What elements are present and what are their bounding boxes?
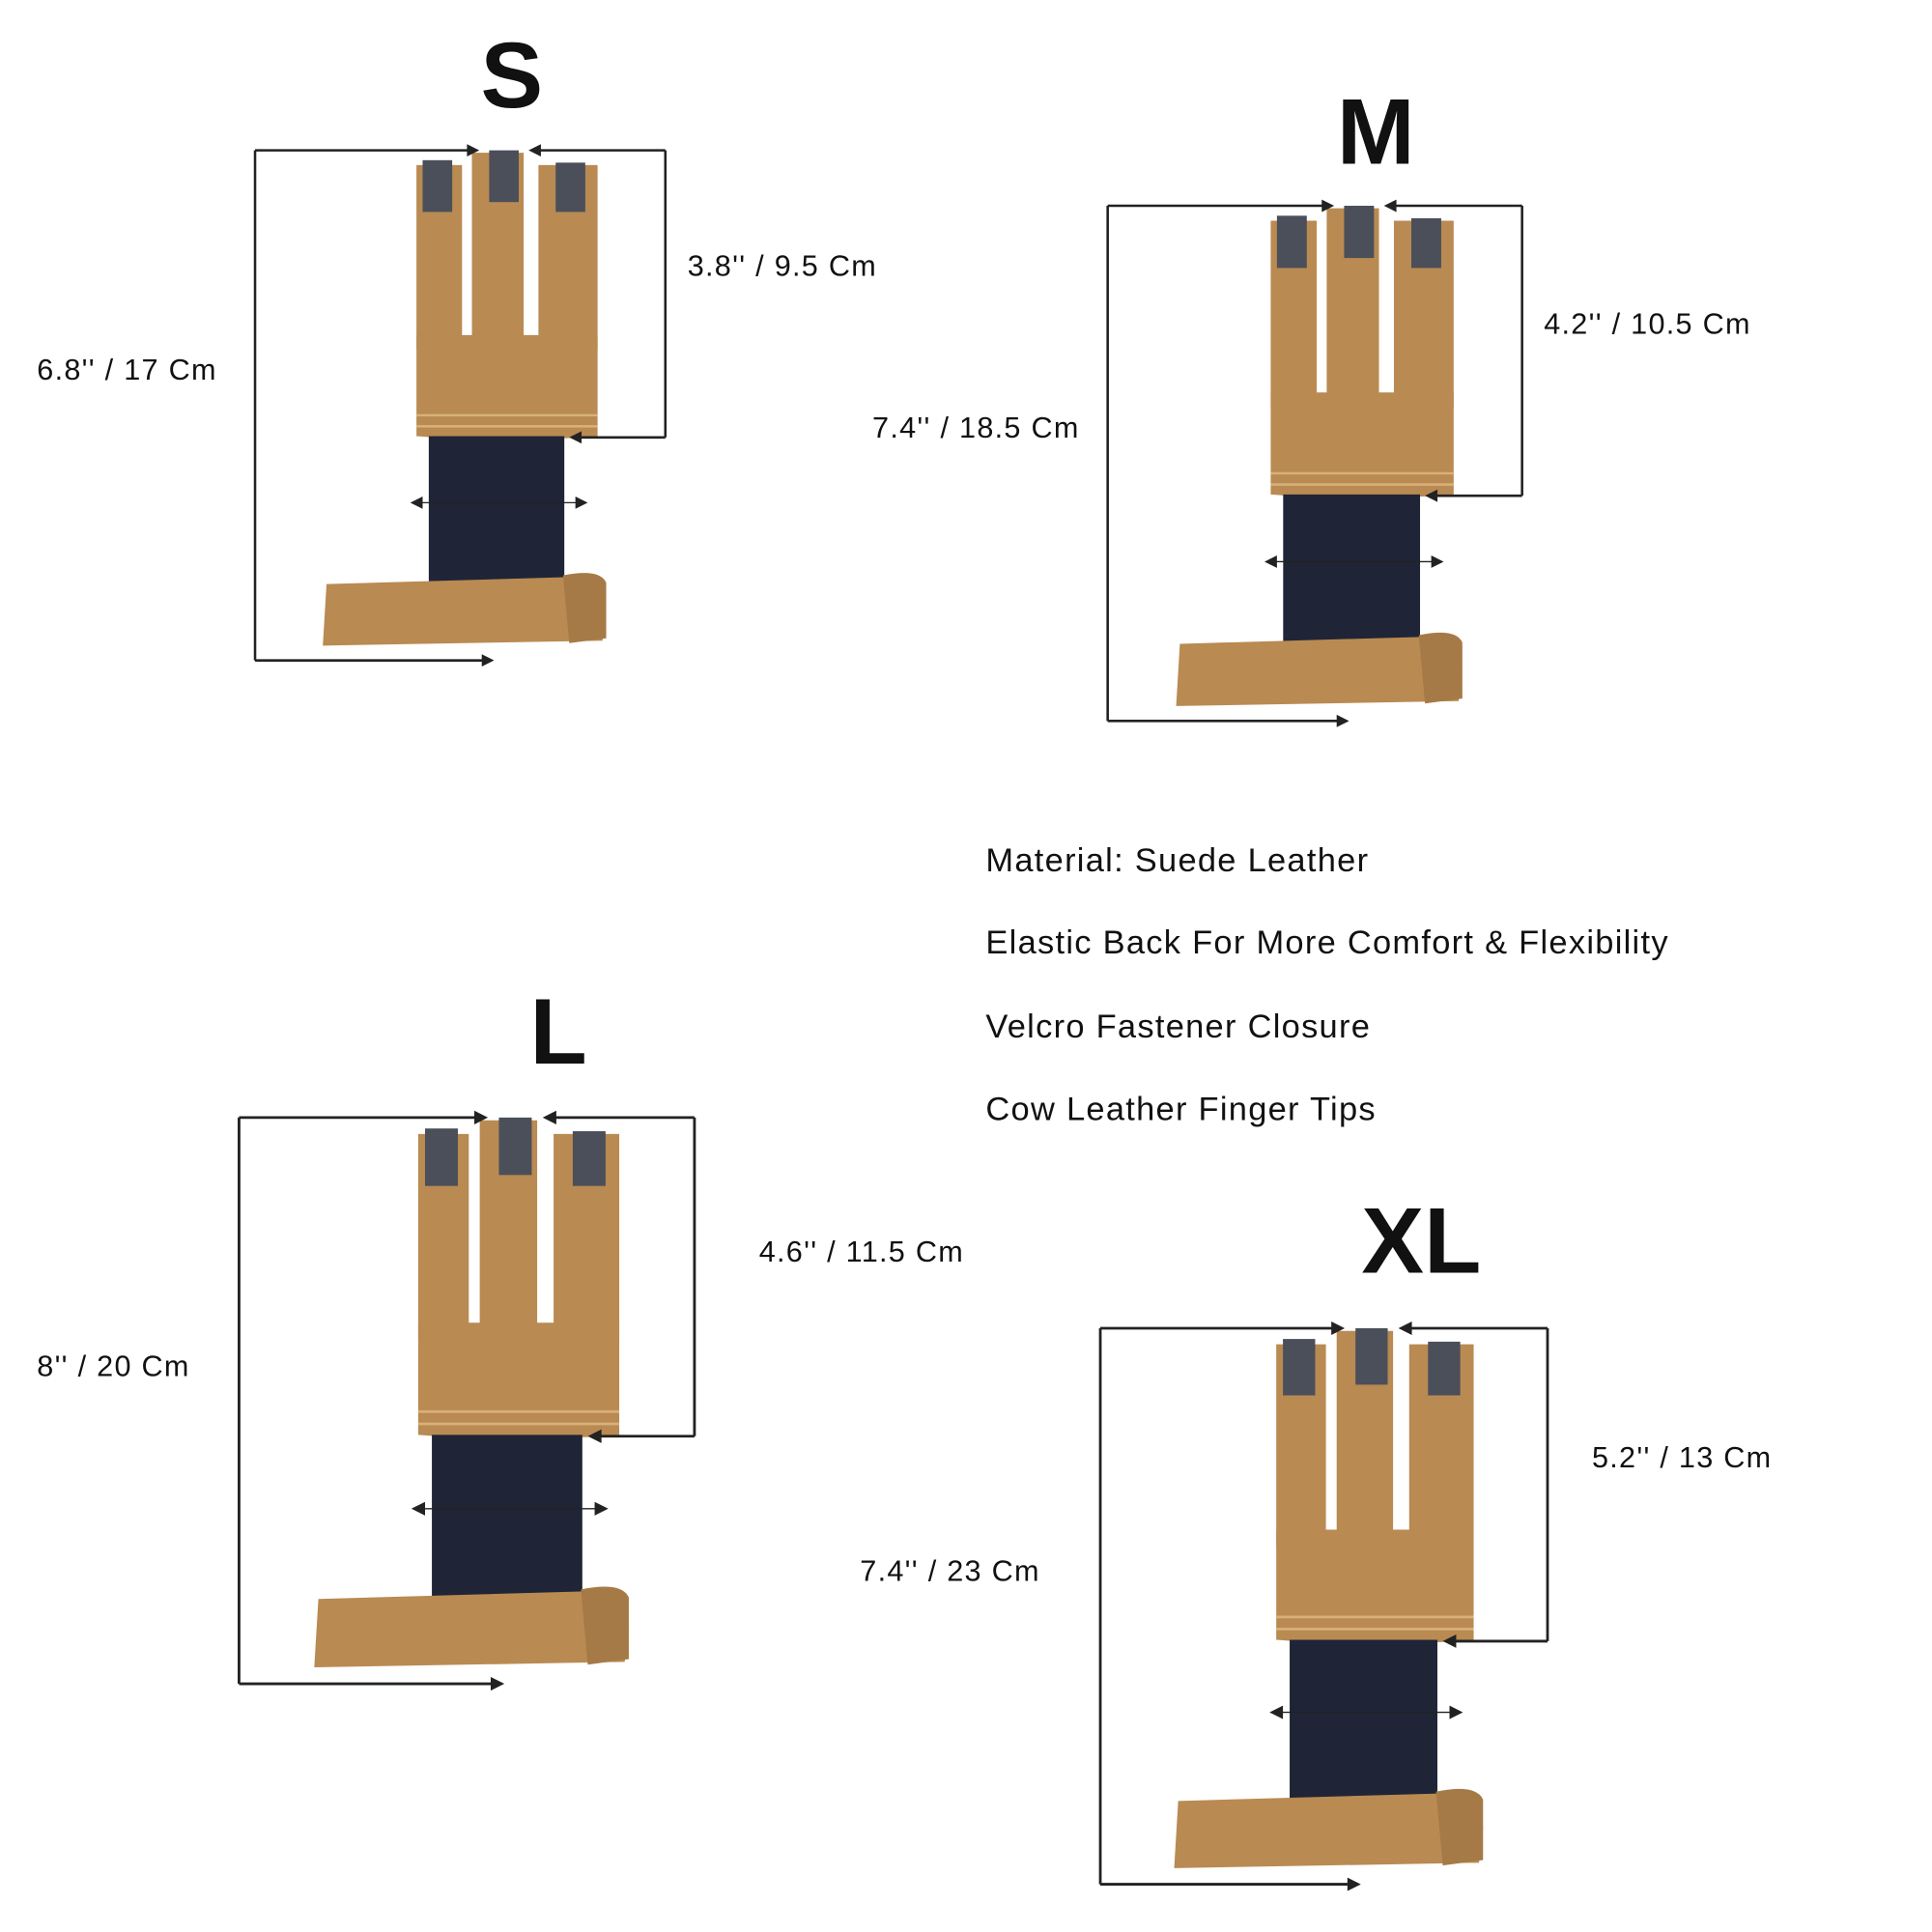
- elastic-band: [428, 436, 565, 594]
- measurement-lines: [238, 1116, 696, 1686]
- glove-image: [323, 150, 607, 646]
- fingertip-left: [1283, 1339, 1316, 1396]
- glove-diagram-s: [253, 144, 668, 668]
- glove-diagram-xl: [1098, 1321, 1549, 1891]
- finger-length-l: 4.6'' / 11.5 Cm: [758, 1236, 965, 1269]
- palm: [1276, 1529, 1474, 1644]
- elastic-band: [432, 1435, 582, 1610]
- fingertip-right: [555, 162, 585, 213]
- fingertip-middle: [1344, 206, 1375, 259]
- finger-middle: [1326, 208, 1379, 408]
- feature-elastic: Elastic Back For More Comfort & Flexibil…: [985, 923, 1669, 961]
- glove-diagram-m: [1106, 199, 1523, 727]
- fingertip-right: [1428, 1341, 1461, 1396]
- length-s: 6.8'' / 17 Cm: [37, 354, 217, 387]
- feature-material: Material: Suede Leather: [985, 841, 1370, 879]
- measurement-lines: [253, 149, 668, 662]
- glove-diagram-l: [238, 1110, 696, 1691]
- finger-length-xl: 5.2'' / 13 Cm: [1591, 1441, 1773, 1475]
- fingertip-left: [424, 1128, 458, 1186]
- palm: [416, 334, 598, 440]
- fingertip-right: [1411, 217, 1441, 269]
- size-label-m: M: [1336, 79, 1415, 185]
- palm: [1270, 392, 1454, 498]
- fingertip-right: [572, 1131, 606, 1186]
- fingertip-middle: [498, 1117, 532, 1176]
- velcro-strap: [314, 1590, 629, 1668]
- finger-middle: [1336, 1330, 1394, 1547]
- feature-closure: Velcro Fastener Closure: [985, 1008, 1372, 1045]
- measurement-lines: [1098, 1326, 1549, 1886]
- fingertip-left: [1276, 215, 1307, 269]
- size-label-s: S: [480, 23, 544, 128]
- finger-length-s: 3.8'' / 9.5 Cm: [687, 249, 878, 284]
- palm: [417, 1322, 620, 1439]
- fingertip-middle: [489, 150, 519, 203]
- elastic-band: [1283, 494, 1421, 654]
- length-l: 8'' / 20 Cm: [37, 1350, 190, 1384]
- fingertip-middle: [1355, 1327, 1388, 1385]
- length-xl: 7.4'' / 23 Cm: [860, 1554, 1040, 1589]
- glove-image: [1174, 1327, 1484, 1868]
- glove-image: [1176, 206, 1463, 706]
- fingertip-left: [422, 159, 453, 213]
- length-m: 7.4'' / 18.5 Cm: [872, 412, 1080, 445]
- velcro-strap: [323, 576, 607, 646]
- feature-tips: Cow Leather Finger Tips: [985, 1090, 1377, 1128]
- measurement-lines: [1106, 204, 1523, 723]
- velcro-strap: [1176, 636, 1463, 706]
- velcro-strap: [1174, 1793, 1484, 1868]
- size-label-xl: XL: [1361, 1188, 1482, 1294]
- glove-image: [314, 1117, 629, 1668]
- finger-length-m: 4.2'' / 10.5 Cm: [1544, 307, 1751, 342]
- elastic-band: [1290, 1639, 1437, 1812]
- size-label-l: L: [529, 980, 587, 1085]
